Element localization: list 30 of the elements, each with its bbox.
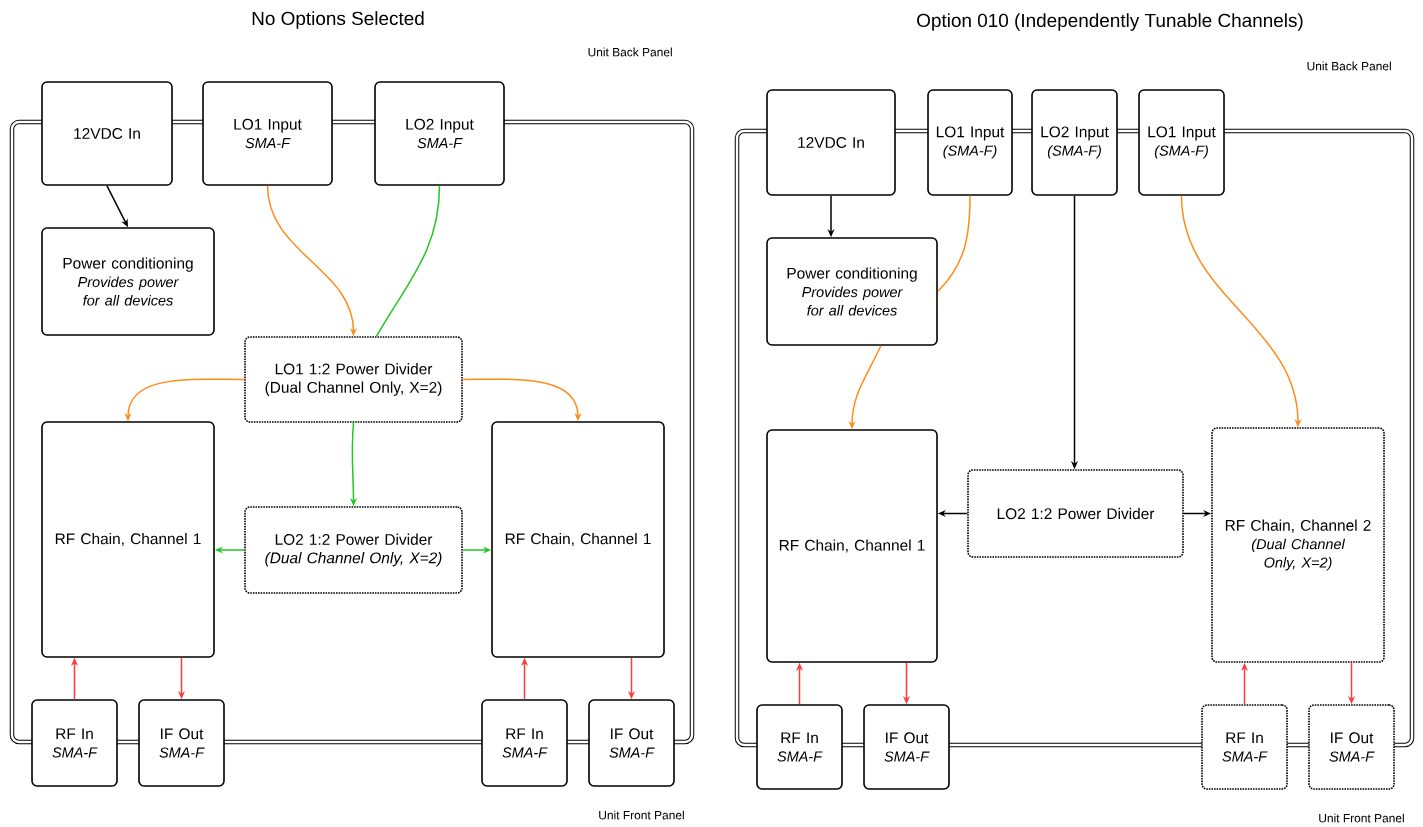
panel-title: Option 010 (Independently Tunable Channels) bbox=[917, 13, 1303, 31]
block-box: Power conditioning Provides power for all devices bbox=[766, 237, 938, 346]
block-box: LO1 Input SMA-F bbox=[202, 81, 333, 186]
panel-label: Unit Back Panel bbox=[588, 47, 672, 57]
panel-label: Unit Back Panel bbox=[1307, 61, 1391, 71]
block-box: 12VDC In bbox=[41, 81, 173, 186]
block-box: Power conditioning Provides power for all devices bbox=[41, 227, 215, 336]
block-box: RF In SMA-F bbox=[481, 699, 568, 787]
block-box: RF In SMA-F bbox=[31, 699, 118, 787]
optional-block-box: LO2 1:2 Power Divider bbox=[967, 469, 1184, 558]
block-box: IF Out SMA-F bbox=[588, 699, 675, 787]
block-box: IF Out SMA-F bbox=[863, 704, 950, 790]
panel-label: Unit Front Panel bbox=[599, 810, 684, 820]
optional-block-box: LO2 1:2 Power Divider (Dual Channel Only, X=2) bbox=[244, 506, 463, 594]
optional-block-box: IF Out SMA-F bbox=[1308, 704, 1395, 790]
block-box: RF Chain, Channel 1 bbox=[491, 421, 665, 658]
block-box: RF Chain, Channel 1 bbox=[41, 421, 215, 658]
block-box: LO2 Input (SMA-F) bbox=[1031, 89, 1118, 196]
optional-block-box: LO1 1:2 Power Divider (Dual Channel Only, X=2) bbox=[244, 336, 463, 423]
block-box: LO1 Input (SMA-F) bbox=[1138, 89, 1225, 196]
block-box: IF Out SMA-F bbox=[138, 699, 225, 787]
optional-block-box: RF In SMA-F bbox=[1201, 704, 1288, 790]
block-box: LO1 Input (SMA-F) bbox=[927, 89, 1013, 196]
panel-label: Unit Front Panel bbox=[1319, 813, 1404, 823]
block-box: 12VDC In bbox=[766, 89, 896, 196]
optional-block-box: RF Chain, Channel 2 (Dual Channel Only, X=2) bbox=[1211, 427, 1385, 663]
block-box: LO2 Input SMA-F bbox=[374, 81, 505, 186]
block-box: RF In SMA-F bbox=[756, 704, 843, 790]
panel-title: No Options Selected bbox=[252, 11, 424, 29]
block-box: RF Chain, Channel 1 bbox=[766, 429, 938, 663]
